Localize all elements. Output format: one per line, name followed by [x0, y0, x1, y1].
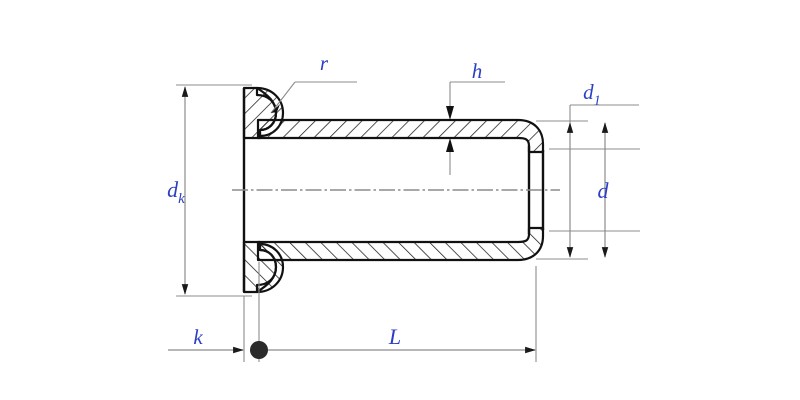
- r-leader-diagonal: [270, 81, 296, 114]
- k-label: k: [193, 325, 203, 349]
- d1-label: d1: [583, 80, 601, 109]
- upper-shank-wall: [256, 118, 545, 154]
- rivet-body-section: [242, 86, 545, 294]
- dimension-h: h: [446, 59, 505, 175]
- h-arrowhead-bottom: [446, 138, 454, 152]
- h-arrowhead-top: [446, 106, 454, 120]
- dk-label: dk: [167, 177, 185, 207]
- L-label: L: [388, 324, 401, 349]
- r-label: r: [320, 51, 329, 75]
- dimension-dk: dk: [167, 84, 252, 297]
- h-label: h: [472, 59, 483, 83]
- d-label: d: [598, 178, 610, 203]
- dimension-L: L: [250, 266, 537, 362]
- dimension-d1: d1: [536, 80, 639, 260]
- dimension-d: d: [549, 122, 640, 258]
- r-leader-arrowhead: [271, 104, 280, 113]
- L-origin-dot: [250, 341, 268, 359]
- dimension-r: r: [270, 51, 357, 114]
- lower-shank-wall: [256, 226, 545, 262]
